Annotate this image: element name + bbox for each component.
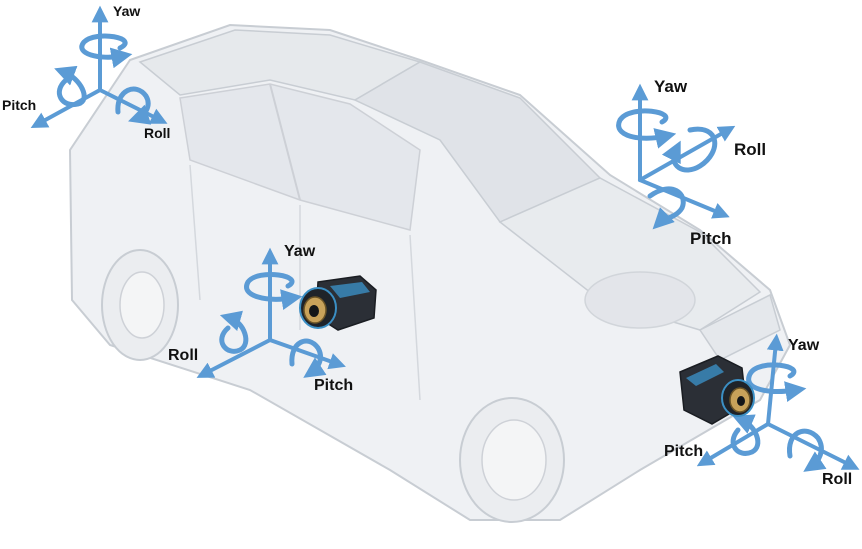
roll-rotation-arrow xyxy=(219,310,249,354)
car-illustration xyxy=(68,23,792,523)
yaw-label: Yaw xyxy=(113,3,140,19)
axis-frame-rear-top-left xyxy=(30,5,168,129)
roll-label: Roll xyxy=(144,125,170,141)
axis-frame-front-top-right xyxy=(616,83,736,230)
yaw-rotation-arrow xyxy=(244,271,303,310)
camera-icon xyxy=(679,355,755,425)
pitch-axis xyxy=(30,88,102,129)
pitch-label: Pitch xyxy=(690,229,732,248)
pitch-rotation-arrow xyxy=(647,186,686,230)
yaw-rotation-arrow xyxy=(79,33,133,69)
roll-label: Roll xyxy=(734,140,766,159)
yaw-label: Yaw xyxy=(788,337,820,354)
pitch-label: Pitch xyxy=(664,443,703,460)
roll-rotation-arrow xyxy=(115,86,152,125)
car-front-wheel xyxy=(459,397,565,523)
roll-label: Roll xyxy=(168,347,198,364)
car-rear-wheel xyxy=(101,249,179,361)
pitch-rotation-arrow xyxy=(730,414,761,456)
yaw-label: Yaw xyxy=(284,243,316,260)
roll-rotation-arrow xyxy=(787,428,827,472)
roll-label: Roll xyxy=(822,471,852,488)
pitch-rotation-arrow xyxy=(289,338,327,378)
pitch-label: Pitch xyxy=(2,97,36,113)
camera-icon xyxy=(299,275,377,331)
yaw-rotation-arrow xyxy=(616,108,677,149)
pitch-rotation-arrow xyxy=(54,65,87,108)
yaw-label: Yaw xyxy=(654,77,688,96)
yaw-axis xyxy=(766,333,784,426)
axis-frame-side-camera xyxy=(196,247,346,378)
roll-axis xyxy=(766,422,860,470)
car-side-window xyxy=(179,83,421,231)
roll-rotation-arrow xyxy=(661,126,718,173)
roll-axis xyxy=(196,338,272,378)
pitch-axis xyxy=(268,338,346,370)
axis-frame-front-camera xyxy=(696,333,860,472)
pitch-label: Pitch xyxy=(314,377,353,394)
yaw-rotation-arrow xyxy=(746,362,807,402)
pitch-axis xyxy=(696,422,770,467)
